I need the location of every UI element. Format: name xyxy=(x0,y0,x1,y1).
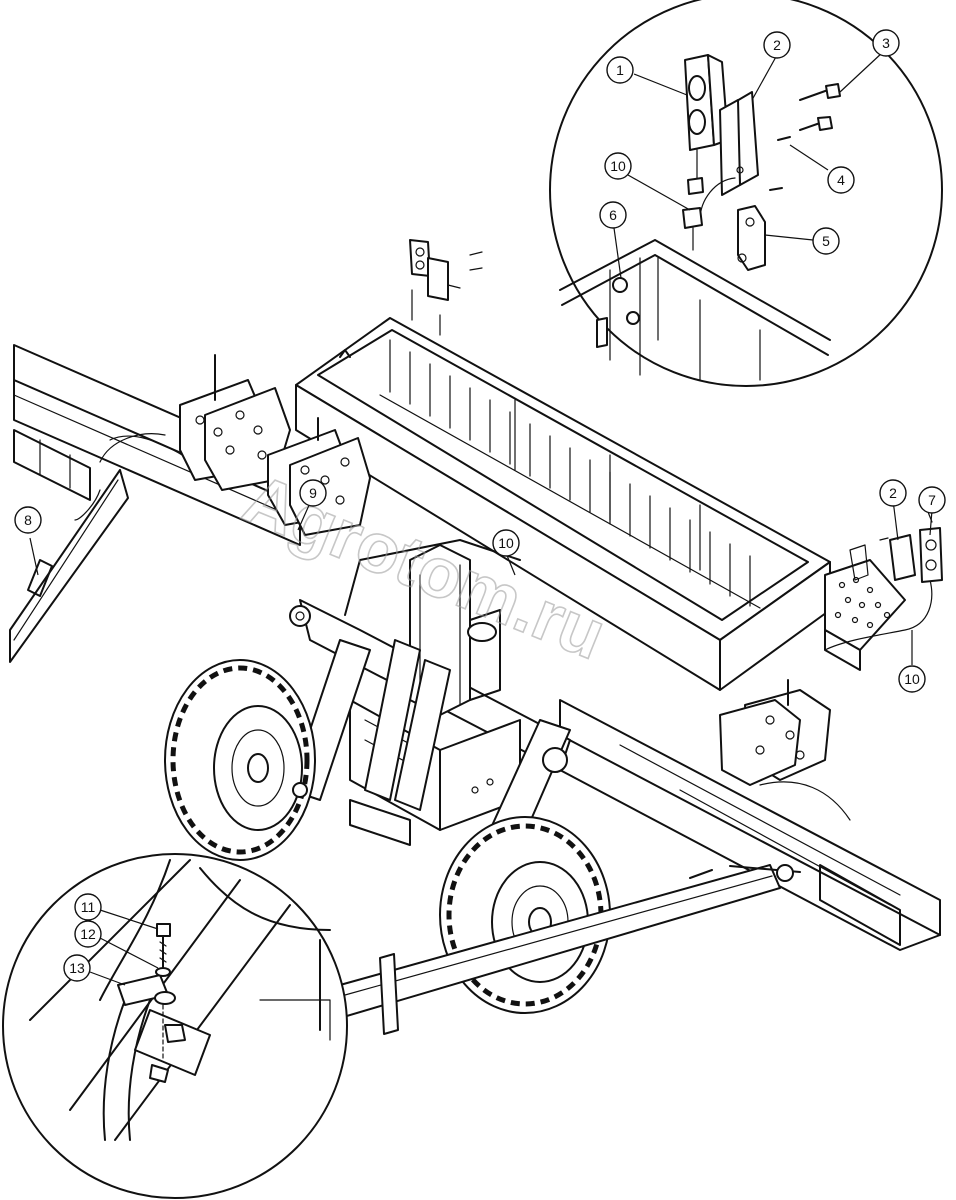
callout-5: 5 xyxy=(812,227,840,255)
left-hitch-arm xyxy=(9,435,191,663)
callout-4: 4 xyxy=(827,166,855,194)
svg-text:10: 10 xyxy=(498,535,514,551)
seed-drill-assembly: Agrotom.ru xyxy=(9,239,943,1035)
callout-6: 6 xyxy=(599,201,627,229)
step-platform xyxy=(824,559,906,671)
center-chassis xyxy=(289,539,571,846)
seed-cups xyxy=(379,339,761,609)
callout-leaders xyxy=(29,51,933,986)
callout-9: 9 xyxy=(299,479,327,507)
svg-text:1: 1 xyxy=(616,62,624,78)
callout-2: 2 xyxy=(763,31,791,59)
callout-7: 7 xyxy=(918,486,946,514)
callout-3: 3 xyxy=(872,29,900,57)
callout-2-right: 2 xyxy=(879,479,907,507)
left-wheel xyxy=(164,659,316,861)
svg-text:8: 8 xyxy=(24,512,32,528)
callout-1: 1 xyxy=(606,56,634,84)
right-wheel xyxy=(439,816,611,1014)
callout-12: 12 xyxy=(74,920,102,948)
callout-8: 8 xyxy=(14,506,42,534)
svg-text:4: 4 xyxy=(837,172,845,188)
left-side-plates xyxy=(179,354,371,536)
detail-view-lamp xyxy=(549,0,943,387)
svg-text:11: 11 xyxy=(81,899,96,915)
callout-10-detail: 10 xyxy=(604,152,632,180)
svg-text:10: 10 xyxy=(904,671,920,687)
svg-text:2: 2 xyxy=(773,37,781,53)
svg-text:3: 3 xyxy=(882,35,890,51)
svg-text:5: 5 xyxy=(822,233,830,249)
callout-13: 13 xyxy=(63,954,91,982)
callout-10-center: 10 xyxy=(492,529,520,557)
svg-text:2: 2 xyxy=(889,485,897,501)
svg-text:13: 13 xyxy=(69,960,85,976)
wiring-harness-left xyxy=(99,433,166,463)
callout-11: 11 xyxy=(74,893,102,921)
svg-text:9: 9 xyxy=(309,485,317,501)
callout-bubbles: 1 2 3 4 5 6 10 2 7 8 9 10 10 11 12 13 xyxy=(14,29,946,982)
callout-10-right: 10 xyxy=(898,665,926,693)
svg-text:6: 6 xyxy=(609,207,617,223)
drawbar xyxy=(339,864,801,1035)
right-lamp-assembly xyxy=(849,511,943,583)
svg-text:12: 12 xyxy=(80,926,96,942)
wiring-harness-right xyxy=(824,579,933,651)
top-lamp-assembly xyxy=(409,239,483,336)
svg-text:7: 7 xyxy=(928,492,936,508)
svg-text:10: 10 xyxy=(610,158,626,174)
detail-view-clamp xyxy=(2,853,348,1199)
right-side-plates xyxy=(719,679,831,786)
